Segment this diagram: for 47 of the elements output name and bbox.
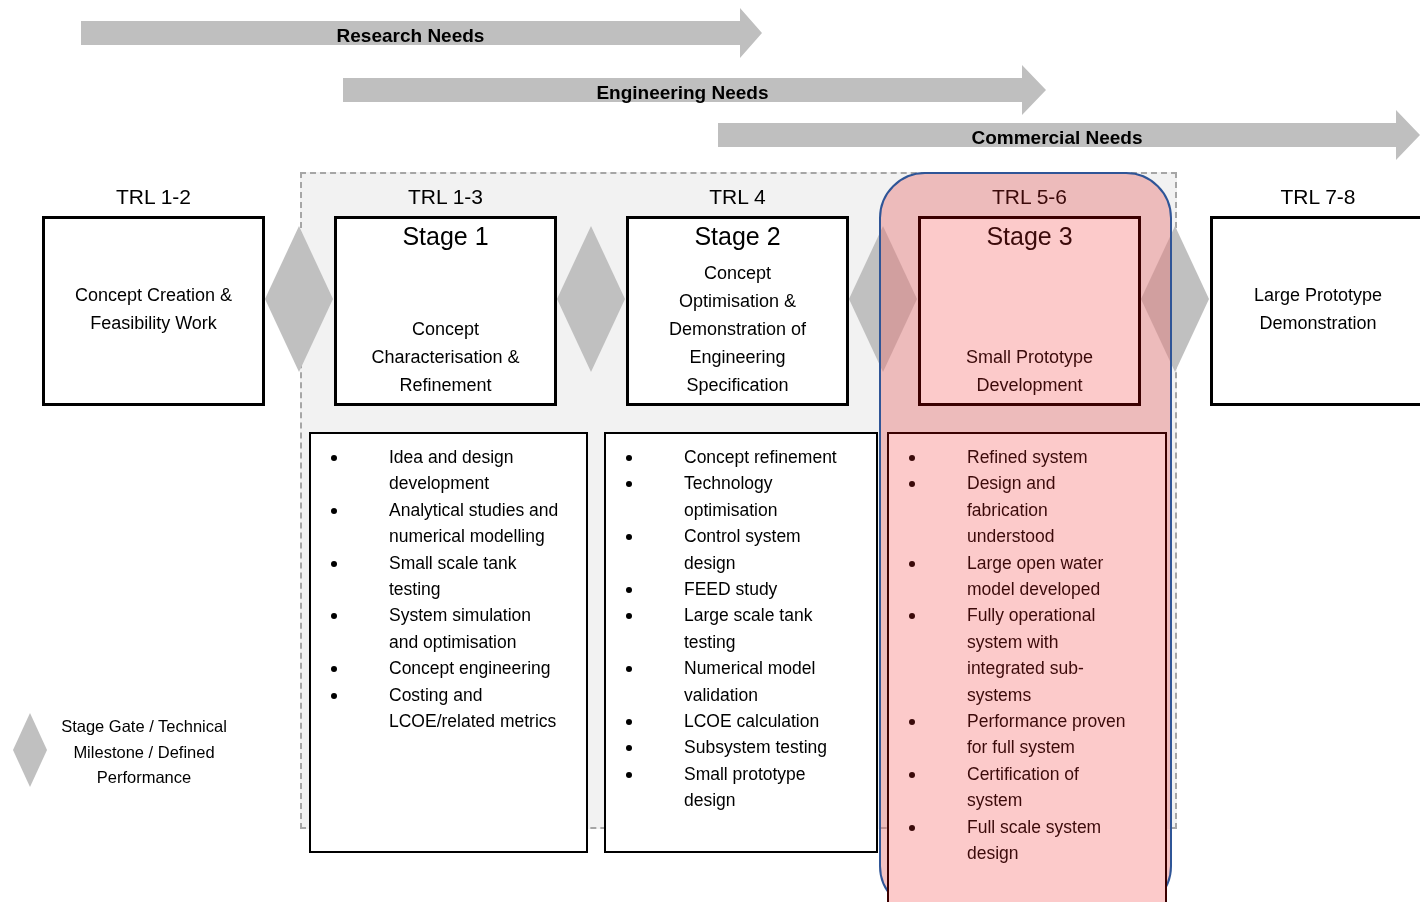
list-item: Small scale tank testing: [389, 551, 518, 602]
list-item: Subsystem testing: [684, 736, 828, 760]
trl-label: TRL 5-6: [990, 184, 1069, 210]
list-item: Numerical model validation: [684, 657, 817, 707]
list-item: Control system design: [684, 525, 802, 575]
arrow-label: Commercial Needs: [971, 127, 1143, 149]
stage-box: [626, 216, 849, 406]
stage-description: Concept Creation & Feasibility Work: [73, 284, 234, 335]
stage-box: [918, 216, 1141, 406]
trl-label: TRL 1-3: [406, 184, 485, 210]
list-item: Performance proven for full system: [967, 710, 1127, 760]
list-item: Refined system: [967, 446, 1089, 469]
stage-description: Large Prototype Demonstration: [1252, 284, 1384, 335]
list-item: Concept engineering: [389, 657, 552, 681]
list-item: Small prototype design: [684, 762, 807, 813]
stage-description: Concept Optimisation & Demonstration of Engineering Specification: [667, 262, 808, 397]
list-item: Design and fabrication understood: [967, 472, 1057, 549]
list-item: Large open water model developed: [967, 551, 1105, 602]
list-item: System simulation and optimisation: [389, 604, 532, 654]
stage-description: Small Prototype Development: [964, 346, 1095, 397]
stage-box: [42, 216, 265, 406]
arrow-label: Engineering Needs: [596, 82, 769, 104]
list-item: Full scale system design: [967, 815, 1103, 866]
stage-title: Stage 1: [402, 221, 489, 252]
stage-title: Stage 2: [694, 221, 781, 252]
stage-box: [334, 216, 557, 406]
activity-list-box: [887, 432, 1167, 902]
trl-label: TRL 4: [708, 184, 767, 210]
trl-label: TRL 1-2: [114, 184, 193, 210]
list-item: FEED study: [684, 578, 779, 602]
list-item: LCOE calculation: [684, 710, 821, 734]
activity-list-box: [309, 432, 588, 853]
list-item: Large scale tank testing: [684, 604, 814, 654]
list-item: Fully operational system with integrated sub-systems: [967, 604, 1097, 707]
list-item: Concept refinement: [684, 446, 838, 469]
list-item: Analytical studies and numerical modelling: [389, 498, 559, 549]
list-item: Idea and design development: [389, 446, 515, 496]
stage-box: [1210, 216, 1420, 406]
list-item: Costing and LCOE/related metrics: [389, 683, 558, 734]
legend-label: Stage Gate / Technical Milestone / Defined Performance: [60, 716, 228, 788]
activity-list-box: [604, 432, 878, 853]
stage-description: Concept Characterisation & Refinement: [370, 318, 521, 397]
list-item: Certification of system: [967, 762, 1080, 813]
stage-title: Stage 3: [986, 221, 1073, 252]
list-item: Technology optimisation: [684, 472, 779, 522]
arrow-label: Research Needs: [336, 25, 485, 47]
trl-label: TRL 7-8: [1279, 184, 1357, 210]
